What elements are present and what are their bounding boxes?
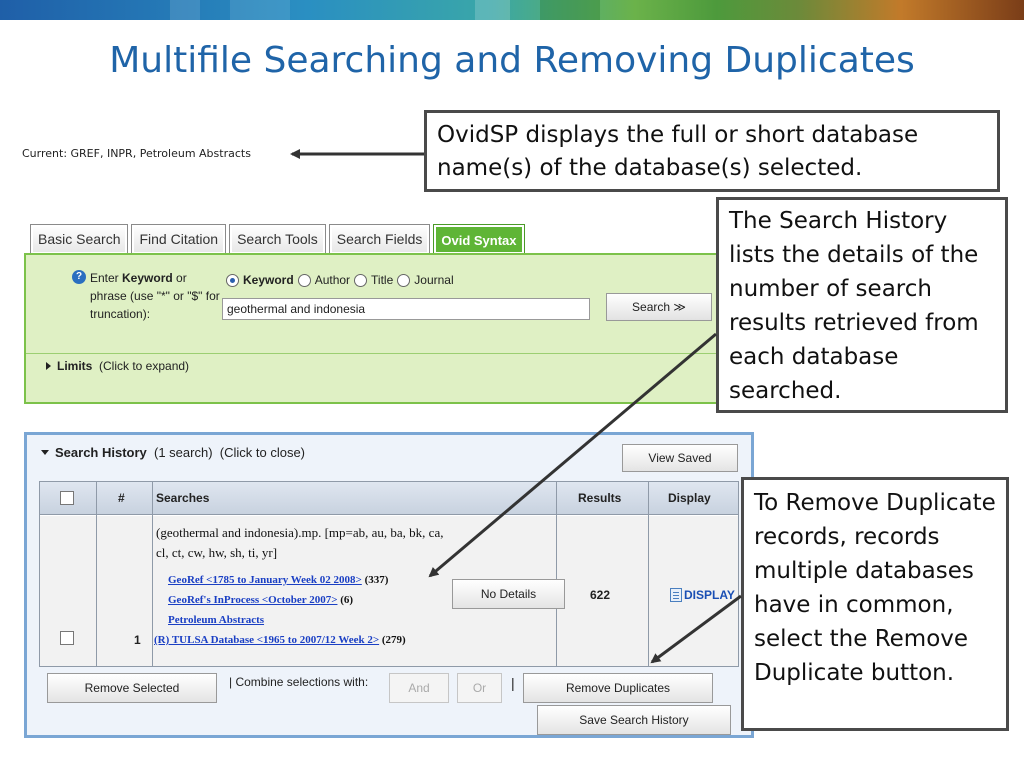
save-search-history-button[interactable]: Save Search History bbox=[537, 705, 731, 735]
tab-search-fields[interactable]: Search Fields bbox=[328, 224, 431, 254]
instructions-keyword: Keyword bbox=[122, 271, 173, 285]
view-saved-button[interactable]: View Saved bbox=[622, 444, 738, 472]
radio-journal-label: Journal bbox=[414, 273, 454, 287]
column-header-number: # bbox=[118, 491, 125, 505]
panel-divider bbox=[26, 353, 752, 354]
remove-selected-button[interactable]: Remove Selected bbox=[47, 673, 217, 703]
document-icon bbox=[670, 588, 682, 602]
callout-database-names: OvidSP displays the full or short databa… bbox=[424, 110, 1000, 192]
database-link[interactable]: Petroleum Abstracts bbox=[168, 614, 265, 626]
search-input[interactable]: geothermal and indonesia bbox=[222, 298, 590, 320]
help-icon[interactable]: ? bbox=[72, 270, 86, 284]
expand-arrow-icon bbox=[46, 362, 51, 370]
column-header-searches: Searches bbox=[156, 491, 210, 505]
tab-ovid-syntax[interactable]: Ovid Syntax bbox=[433, 224, 525, 254]
database-count: (279) bbox=[379, 634, 406, 646]
collapse-arrow-icon bbox=[41, 450, 49, 455]
radio-keyword[interactable]: Keyword bbox=[226, 273, 294, 287]
callout-search-history-text: The Search History lists the details of … bbox=[729, 208, 979, 404]
radio-keyword-label: Keyword bbox=[243, 273, 294, 287]
display-link[interactable]: DISPLAY bbox=[670, 588, 735, 602]
radio-title[interactable]: Title bbox=[354, 273, 393, 287]
search-history-table: # Searches Results Display 1 (geothermal… bbox=[39, 481, 739, 667]
table-header bbox=[40, 482, 738, 515]
column-divider bbox=[556, 482, 557, 666]
radio-journal[interactable]: Journal bbox=[397, 273, 454, 287]
column-header-results: Results bbox=[578, 491, 622, 505]
radio-author[interactable]: Author bbox=[297, 273, 351, 287]
tab-find-citation[interactable]: Find Citation bbox=[131, 224, 227, 254]
search-count: (1 search) bbox=[154, 445, 213, 460]
radio-author-circle[interactable] bbox=[297, 273, 311, 287]
search-button[interactable]: Search ≫ bbox=[606, 293, 712, 321]
no-details-button[interactable]: No Details bbox=[452, 579, 565, 609]
tab-search-tools[interactable]: Search Tools bbox=[229, 224, 326, 254]
results-count: 622 bbox=[590, 588, 611, 602]
search-history-header[interactable]: Search History (1 search) (Click to clos… bbox=[41, 445, 305, 460]
callout-remove-duplicates: To Remove Duplicate records, records mul… bbox=[741, 477, 1009, 731]
limits-hint: (Click to expand) bbox=[99, 359, 190, 373]
search-history-title: Search History bbox=[55, 445, 147, 460]
select-all-checkbox[interactable] bbox=[60, 491, 74, 505]
instructions-prefix: Enter bbox=[90, 271, 123, 285]
row-number: 1 bbox=[134, 633, 141, 647]
radio-title-circle[interactable] bbox=[354, 273, 368, 287]
database-result-item: Petroleum Abstracts bbox=[154, 610, 406, 630]
limits-label: Limits bbox=[57, 359, 93, 373]
search-query-text: (geothermal and indonesia).mp. [mp=ab, a… bbox=[156, 525, 444, 560]
callout-remove-duplicates-text: To Remove Duplicate records, records mul… bbox=[754, 490, 996, 686]
search-panel: ? Enter Keyword or phrase (use "*" or "$… bbox=[24, 253, 754, 404]
separator: | bbox=[511, 675, 515, 691]
radio-author-label: Author bbox=[314, 273, 351, 287]
remove-duplicates-button[interactable]: Remove Duplicates bbox=[523, 673, 713, 703]
database-link[interactable]: GeoRef <1785 to January Week 02 2008> bbox=[168, 574, 362, 586]
display-link-label[interactable]: DISPLAY bbox=[684, 588, 735, 602]
column-header-display: Display bbox=[668, 491, 711, 505]
column-divider bbox=[648, 482, 649, 666]
search-instructions: Enter Keyword or phrase (use "*" or "$" … bbox=[90, 269, 220, 323]
database-link[interactable]: GeoRef's InProcess <October 2007> bbox=[168, 594, 338, 606]
search-history-panel: Search History (1 search) (Click to clos… bbox=[24, 432, 754, 738]
database-result-item: GeoRef's InProcess <October 2007> (6) bbox=[154, 590, 406, 610]
search-tabs: Basic Search Find Citation Search Tools … bbox=[30, 224, 525, 254]
and-button[interactable]: And bbox=[389, 673, 449, 703]
history-close-hint: (Click to close) bbox=[219, 445, 306, 460]
or-button[interactable]: Or bbox=[457, 673, 502, 703]
column-divider bbox=[96, 482, 97, 666]
row-checkbox[interactable] bbox=[60, 631, 74, 645]
database-result-item: GeoRef <1785 to January Week 02 2008> (3… bbox=[154, 570, 406, 590]
current-databases-label: Current: GREF, INPR, Petroleum Abstracts bbox=[22, 147, 251, 160]
callout-search-history: The Search History lists the details of … bbox=[716, 197, 1008, 413]
tab-basic-search[interactable]: Basic Search bbox=[30, 224, 129, 254]
callout-database-names-text: OvidSP displays the full or short databa… bbox=[437, 122, 919, 181]
radio-title-label: Title bbox=[371, 273, 394, 287]
top-decorative-band bbox=[0, 0, 1024, 20]
slide-title: Multifile Searching and Removing Duplica… bbox=[109, 40, 915, 81]
database-link[interactable]: (R) TULSA Database <1965 to 2007/12 Week… bbox=[154, 634, 380, 646]
instructions-suffix: or phrase (use "*" or "$" for truncation… bbox=[90, 271, 220, 321]
limits-toggle[interactable]: Limits (Click to expand) bbox=[46, 359, 189, 373]
radio-journal-circle[interactable] bbox=[397, 273, 411, 287]
combine-label: | Combine selections with: bbox=[229, 675, 369, 689]
database-count: (337) bbox=[361, 574, 389, 586]
database-result-item: (R) TULSA Database <1965 to 2007/12 Week… bbox=[154, 630, 406, 650]
history-actions: Remove Selected | Combine selections wit… bbox=[39, 667, 739, 735]
column-divider bbox=[152, 482, 153, 666]
database-results-list: GeoRef <1785 to January Week 02 2008> (3… bbox=[154, 570, 406, 650]
database-count: (6) bbox=[337, 594, 354, 606]
search-field-options: Keyword Author Title Journal bbox=[226, 273, 458, 287]
radio-keyword-circle[interactable] bbox=[226, 273, 239, 287]
